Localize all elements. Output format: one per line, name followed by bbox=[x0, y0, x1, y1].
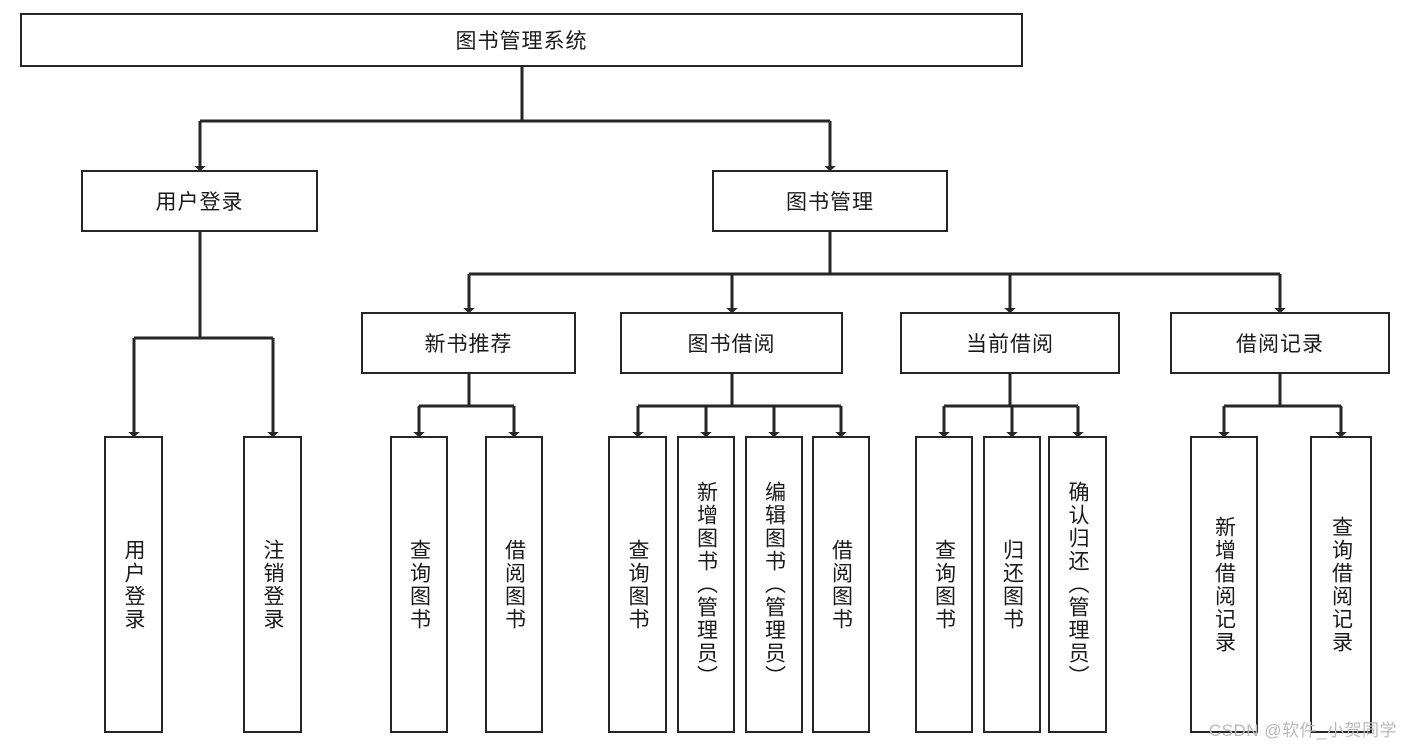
node-l6[interactable]: 新增图书（管理员） bbox=[677, 436, 735, 733]
node-l9[interactable]: 查询图书 bbox=[915, 436, 973, 733]
node-label: 借阅图书 bbox=[829, 538, 853, 631]
node-login[interactable]: 用户登录 bbox=[81, 170, 318, 232]
node-l7[interactable]: 编辑图书（管理员） bbox=[745, 436, 803, 733]
node-label: 查询图书 bbox=[626, 538, 649, 631]
node-label: 用户登录 bbox=[122, 538, 145, 631]
node-label: 查询图书 bbox=[407, 538, 431, 631]
node-label: 图书管理 bbox=[786, 191, 874, 214]
node-l11[interactable]: 确认归还（管理员） bbox=[1048, 436, 1107, 733]
watermark: CSDN @软件_小贺同学 bbox=[1208, 721, 1397, 740]
node-l13[interactable]: 查询借阅记录 bbox=[1310, 436, 1372, 733]
node-l5[interactable]: 查询图书 bbox=[608, 436, 667, 733]
node-bookmgmt[interactable]: 图书管理 bbox=[712, 170, 948, 232]
node-label: 图书管理系统 bbox=[455, 30, 588, 53]
node-label: 查询借阅记录 bbox=[1329, 515, 1353, 654]
node-label: 借阅记录 bbox=[1236, 333, 1324, 356]
node-label: 确认归还（管理员） bbox=[1066, 481, 1089, 688]
node-label: 新书推荐 bbox=[424, 333, 513, 356]
node-l8[interactable]: 借阅图书 bbox=[812, 436, 870, 733]
node-label: 当前借阅 bbox=[966, 333, 1054, 356]
node-label: 归还图书 bbox=[1000, 538, 1024, 631]
node-current[interactable]: 当前借阅 bbox=[900, 312, 1120, 374]
node-label: 注销登录 bbox=[261, 538, 284, 631]
node-l10[interactable]: 归还图书 bbox=[983, 436, 1041, 733]
node-record[interactable]: 借阅记录 bbox=[1170, 312, 1390, 374]
node-label: 新增图书（管理员） bbox=[694, 481, 718, 688]
node-borrow[interactable]: 图书借阅 bbox=[620, 312, 843, 374]
node-l1[interactable]: 用户登录 bbox=[104, 436, 163, 733]
node-l3[interactable]: 查询图书 bbox=[390, 436, 448, 733]
node-l4[interactable]: 借阅图书 bbox=[485, 436, 543, 733]
node-l12[interactable]: 新增借阅记录 bbox=[1190, 436, 1258, 733]
node-root[interactable]: 图书管理系统 bbox=[20, 13, 1023, 67]
node-label: 编辑图书（管理员） bbox=[762, 481, 786, 688]
node-label: 图书借阅 bbox=[687, 333, 776, 356]
node-label: 查询图书 bbox=[932, 538, 956, 631]
node-label: 用户登录 bbox=[155, 191, 244, 214]
node-l2[interactable]: 注销登录 bbox=[243, 436, 302, 733]
node-label: 新增借阅记录 bbox=[1212, 515, 1236, 654]
node-newbook[interactable]: 新书推荐 bbox=[361, 312, 576, 374]
node-label: 借阅图书 bbox=[502, 538, 526, 631]
